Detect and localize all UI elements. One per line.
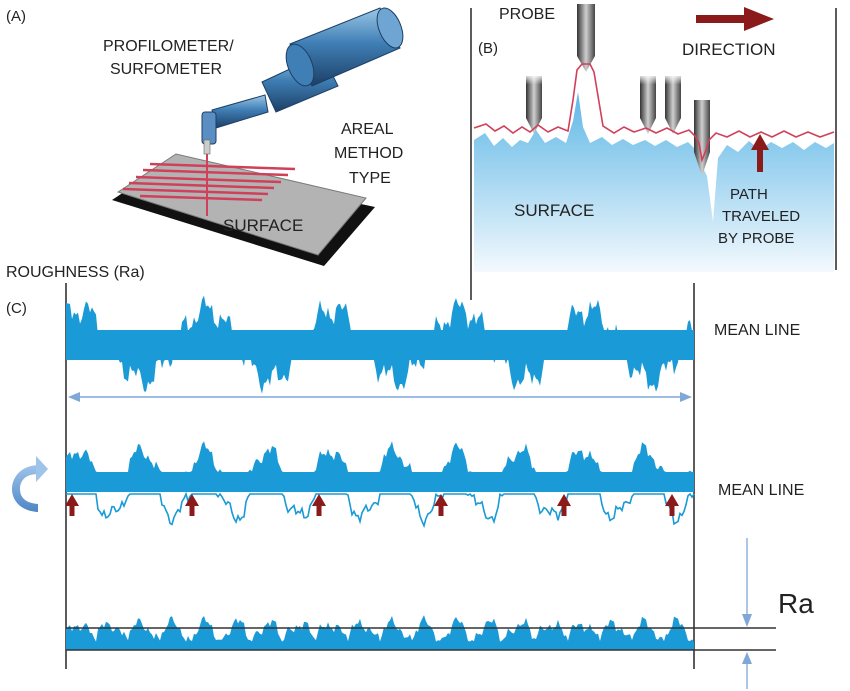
path-label-line-3: BY PROBE bbox=[718, 230, 794, 247]
valley-outline bbox=[66, 491, 695, 529]
panel-c: ROUGHNESS (Ra) (C) MEAN LINE MEAN LINE bbox=[6, 264, 814, 689]
up-arrow-icon bbox=[312, 494, 326, 516]
path-label-line-2: TRAVELED bbox=[722, 208, 800, 225]
ra-label: Ra bbox=[778, 588, 814, 619]
rectified-profile-area bbox=[66, 615, 694, 650]
mean-line-label-2: MEAN LINE bbox=[718, 482, 804, 499]
mean-band bbox=[66, 330, 694, 360]
panel-b-probes bbox=[520, 4, 720, 176]
mean-band-2 bbox=[66, 478, 694, 492]
flip-arrows bbox=[65, 494, 679, 516]
up-arrow-icon bbox=[65, 494, 79, 516]
probe-label: PROBE bbox=[499, 6, 555, 23]
panel-b-surface-label: SURFACE bbox=[514, 201, 594, 220]
profile-row-1 bbox=[66, 295, 694, 394]
flipped-peaks-area bbox=[66, 441, 694, 478]
profilometer-icon bbox=[201, 7, 404, 155]
panel-b-label: (B) bbox=[478, 40, 498, 57]
device-label-line-1: PROFILOMETER/ bbox=[103, 38, 234, 55]
path-label-line-1: PATH bbox=[730, 186, 768, 203]
roughness-title: ROUGHNESS (Ra) bbox=[6, 264, 145, 281]
probe-path-line bbox=[473, 63, 835, 163]
panel-b: PROBE (B) DIRECTION SURFACE PATH TRAVELE… bbox=[470, 4, 837, 300]
method-label-line-2: METHOD bbox=[334, 145, 403, 162]
panel-b-surface bbox=[474, 92, 834, 272]
up-arrow-icon bbox=[185, 494, 199, 516]
direction-arrow-icon bbox=[696, 7, 774, 31]
direction-label: DIRECTION bbox=[682, 40, 776, 59]
up-arrow-icon bbox=[557, 494, 571, 516]
method-label-line-1: AREAL bbox=[341, 121, 394, 138]
path-pointer-arrow-icon bbox=[751, 134, 769, 172]
rotate-arrow-icon bbox=[12, 456, 48, 512]
up-arrow-icon bbox=[665, 494, 679, 516]
ra-measure-arrows bbox=[742, 538, 752, 689]
roughness-profile-area bbox=[66, 295, 694, 394]
panel-c-label: (C) bbox=[6, 300, 27, 317]
profile-row-2 bbox=[66, 441, 695, 529]
device-label-line-2: SURFOMETER bbox=[110, 61, 222, 78]
panel-a: (A) PROFILOMETER/ SURFOMETER AREAL METH bbox=[6, 7, 404, 266]
profile-row-3 bbox=[66, 615, 694, 650]
panel-a-surface-label: SURFACE bbox=[223, 216, 303, 235]
method-label-line-3: TYPE bbox=[349, 170, 391, 187]
mean-line-label-1: MEAN LINE bbox=[714, 322, 800, 339]
up-arrow-icon bbox=[434, 494, 448, 516]
scan-lines bbox=[122, 162, 296, 202]
sampling-length-arrow bbox=[68, 392, 692, 402]
panel-a-label: (A) bbox=[6, 8, 26, 25]
